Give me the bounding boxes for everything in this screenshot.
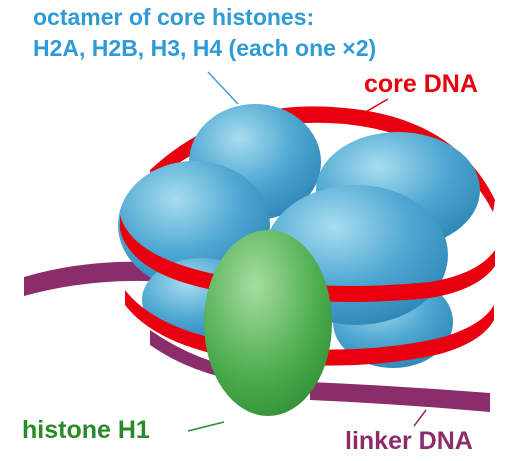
linker-dna-label: linker DNA <box>345 427 473 455</box>
histone-h1-label: histone H1 <box>22 416 150 444</box>
octamer-label-line1: octamer of core histones: <box>33 4 315 30</box>
octamer-label-line2: H2A, H2B, H3, H4 (each one ×2) <box>33 35 377 61</box>
linker-dna-pointer-line <box>413 409 427 427</box>
octamer-pointer-line <box>207 71 239 105</box>
core-dna-label: core DNA <box>364 70 478 98</box>
histone-h1-globule <box>204 230 332 416</box>
linker-dna-right-strand <box>310 382 490 412</box>
histone-h1-pointer-line <box>187 421 225 432</box>
core-dna-pointer-line <box>361 98 389 115</box>
